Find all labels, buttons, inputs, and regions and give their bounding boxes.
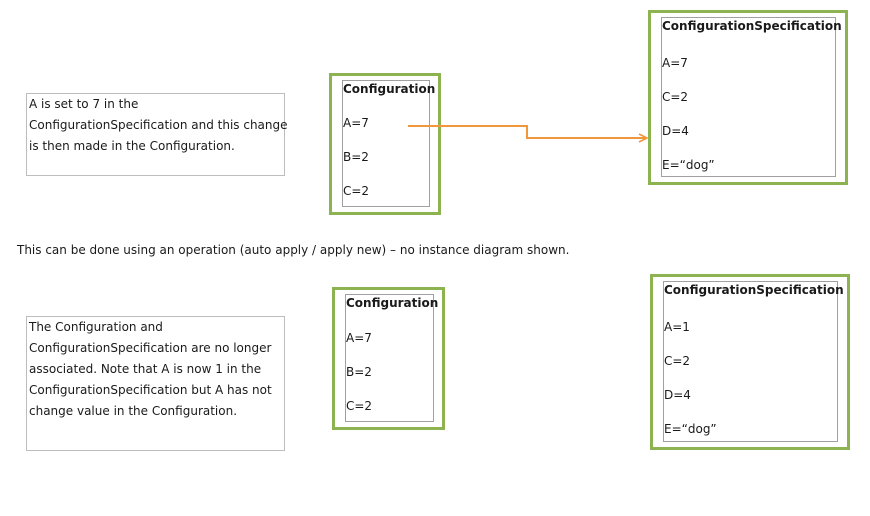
bottom-note-line: change value in the Configuration. [29, 404, 238, 418]
top-specification-attr-e: E=“dog” [662, 158, 715, 172]
bottom-specification-attr-c: C=2 [664, 354, 691, 368]
bottom-specification-object: ConfigurationSpecification A=1 C=2 D=4 E… [650, 274, 850, 450]
top-specification-title: ConfigurationSpecification [662, 19, 842, 33]
bottom-configuration-title: Configuration [346, 296, 439, 310]
top-specification-attr-a: A=7 [662, 56, 688, 70]
top-configuration-frame: Configuration A=7 B=2 C=2 [342, 80, 435, 207]
bottom-specification-title: ConfigurationSpecification [664, 283, 844, 297]
bottom-configuration-attr-b: B=2 [346, 365, 372, 379]
association-arrow [408, 125, 646, 138]
top-note-line: A is set to 7 in the [29, 97, 139, 111]
top-specification-attr-c: C=2 [662, 90, 689, 104]
top-specification-attr-d: D=4 [662, 124, 689, 138]
bottom-configuration-object: Configuration A=7 B=2 C=2 [332, 287, 445, 430]
top-specification-object: ConfigurationSpecification A=7 C=2 D=4 E… [648, 10, 848, 185]
operation-caption: This can be done using an operation (aut… [17, 243, 570, 257]
bottom-specification-attr-e: E=“dog” [664, 422, 717, 436]
bottom-note-line: ConfigurationSpecification but A has not [29, 383, 272, 397]
top-note: A is set to 7 in the ConfigurationSpecif… [26, 93, 288, 176]
bottom-note: The Configuration and ConfigurationSpeci… [26, 316, 285, 451]
top-configuration-attr-b: B=2 [343, 150, 369, 164]
bottom-specification-attr-d: D=4 [664, 388, 691, 402]
top-configuration-object: Configuration A=7 B=2 C=2 [329, 73, 441, 215]
bottom-specification-frame: ConfigurationSpecification A=1 C=2 D=4 E… [663, 281, 844, 442]
bottom-configuration-attr-a: A=7 [346, 331, 372, 345]
top-note-line: is then made in the Configuration. [29, 139, 235, 153]
bottom-note-line: associated. Note that A is now 1 in the [29, 362, 262, 376]
bottom-specification-attr-a: A=1 [664, 320, 690, 334]
top-configuration-attr-a: A=7 [343, 116, 369, 130]
bottom-configuration-frame: Configuration A=7 B=2 C=2 [345, 294, 438, 422]
top-configuration-title: Configuration [343, 82, 436, 96]
bottom-configuration-attr-c: C=2 [346, 399, 373, 413]
top-configuration-attr-c: C=2 [343, 184, 370, 198]
bottom-note-line: ConfigurationSpecification are no longer [29, 341, 272, 355]
top-specification-frame: ConfigurationSpecification A=7 C=2 D=4 E… [661, 17, 842, 177]
bottom-note-line: The Configuration and [29, 320, 163, 334]
top-note-line: ConfigurationSpecification and this chan… [29, 118, 288, 132]
